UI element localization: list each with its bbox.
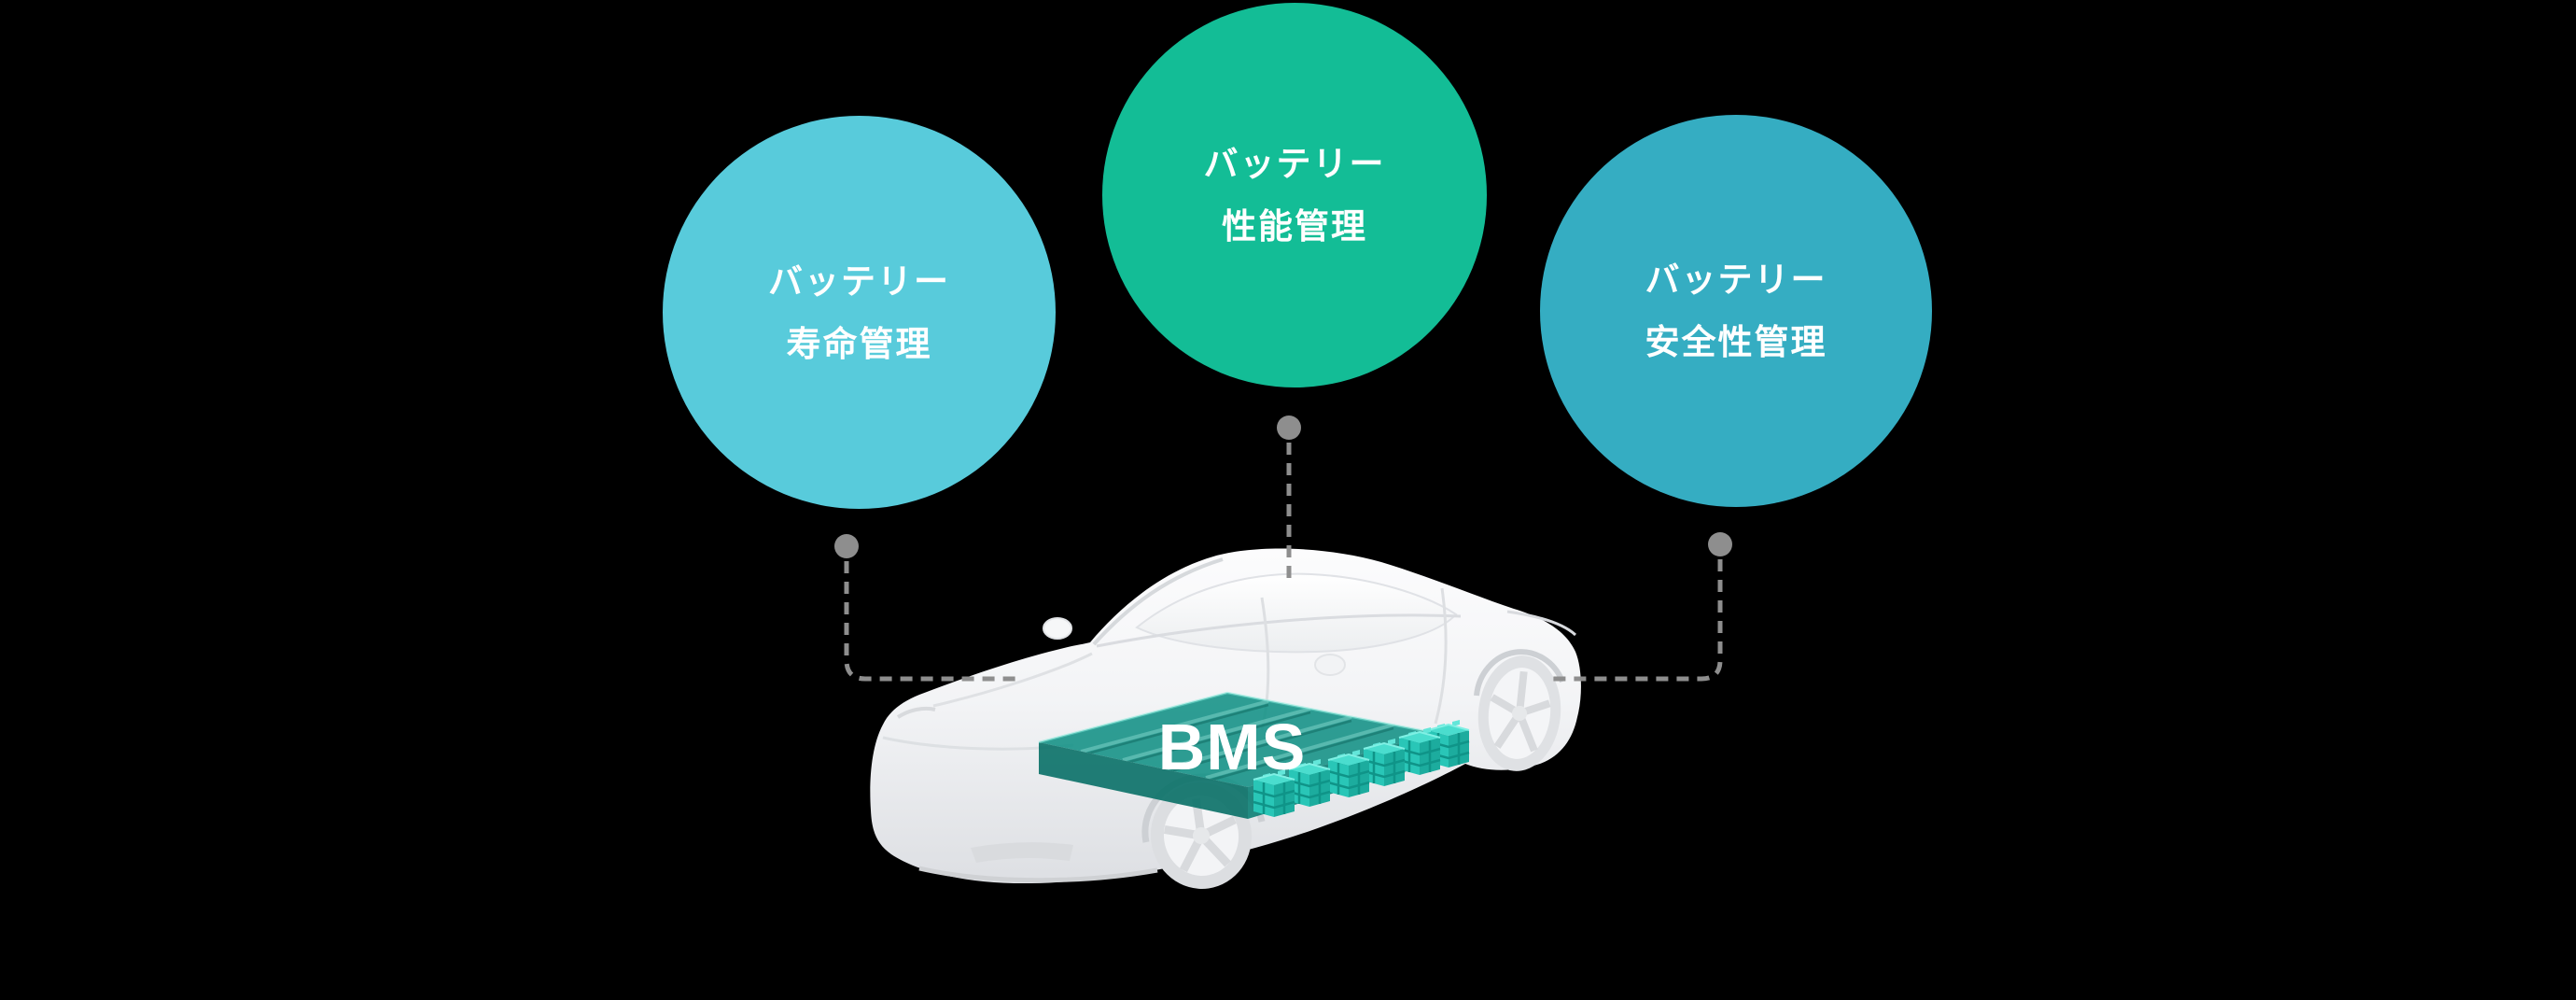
- bubble-battery-performance: バッテリー 性能管理: [1102, 3, 1487, 387]
- bubble-battery-performance-line1: バッテリー: [1203, 145, 1386, 183]
- bms-label: BMS: [1158, 711, 1307, 783]
- rear-wheel-arch: [1474, 649, 1565, 697]
- battery-pack-front-left-face: [1039, 742, 1248, 819]
- front-wheel: [1150, 782, 1253, 889]
- bubble-battery-life-line1: バッテリー: [768, 261, 950, 301]
- bubble-battery-life: バッテリー 寿命管理: [663, 116, 1056, 509]
- bubble-battery-safety-line2: 安全性管理: [1645, 323, 1827, 361]
- battery-pack-ridges: [1080, 699, 1394, 783]
- car-rear-spoiler-line: [1506, 610, 1577, 637]
- battery-pack: BMS: [1038, 691, 1471, 819]
- car-splitter-shadow: [918, 866, 1158, 883]
- car-beltline: [1096, 613, 1462, 648]
- bubble-battery-life-line2: 寿命管理: [786, 324, 932, 363]
- connector-battery-safety: [1547, 532, 1732, 682]
- car-windshield-line: [1092, 557, 1224, 646]
- bubble-battery-safety-line1: バッテリー: [1645, 261, 1827, 299]
- bubble-battery-performance-line2: 性能管理: [1222, 207, 1367, 246]
- connector-dot: [834, 534, 859, 558]
- rear-wheel: [1477, 655, 1561, 771]
- car-side-window: [1135, 572, 1458, 654]
- connector-line: [844, 561, 1021, 682]
- car-left-mirror: [1043, 617, 1072, 640]
- bubble-battery-safety: バッテリー 安全性管理: [1540, 115, 1932, 507]
- car-headlight: [896, 706, 936, 719]
- connector-dot: [1708, 532, 1732, 556]
- connector-battery-performance: [1277, 415, 1301, 584]
- connector-dot: [1277, 415, 1301, 440]
- connector-line: [1547, 559, 1723, 682]
- battery-pack-top-rim: [1038, 691, 1435, 744]
- car-hood-seam: [932, 652, 1093, 708]
- car-door-seam-2: [1434, 587, 1448, 725]
- connector-battery-life: [834, 534, 1021, 682]
- car-right-mirror: [1314, 654, 1346, 676]
- car-front-intake: [971, 842, 1073, 863]
